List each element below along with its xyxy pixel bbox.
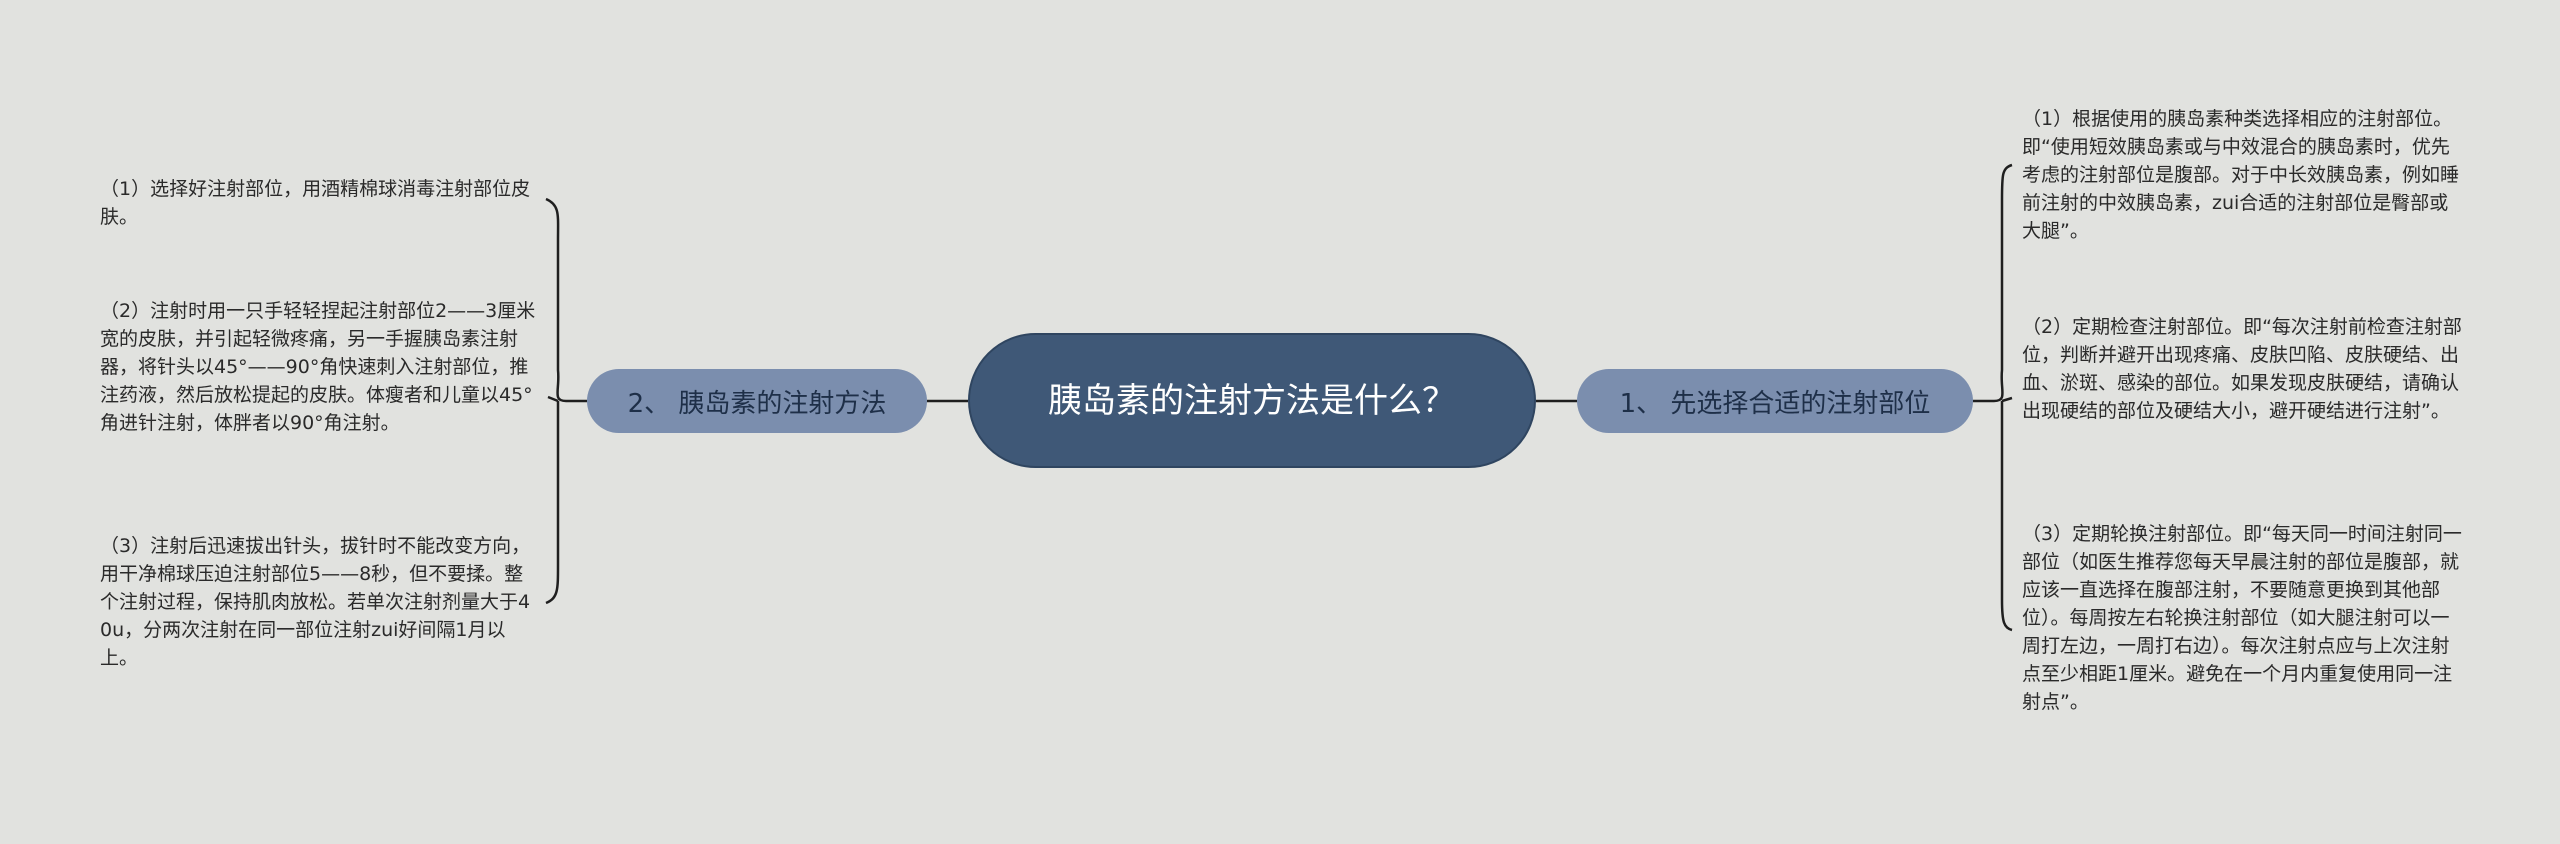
- leaf-text: （3）注射后迅速拔出针头，拔针时不能改变方向，用干净棉球压迫注射部位5——8秒，…: [100, 535, 531, 669]
- branch-node-injection-method[interactable]: 2、 胰岛素的注射方法: [587, 369, 927, 433]
- leaf-text: （1）根据使用的胰岛素种类选择相应的注射部位。即“使用短效胰岛素或与中效混合的胰…: [2022, 108, 2460, 242]
- leaf-text: （3）定期轮换注射部位。即“每天同一时间注射同一部位（如医生推荐您每天早晨注射的…: [2022, 523, 2462, 713]
- leaf-text: （2）定期检查注射部位。即“每次注射前检查注射部位，判断并避开出现疼痛、皮肤凹陷…: [2022, 316, 2462, 422]
- leaf-text: （1）选择好注射部位，用酒精棉球消毒注射部位皮肤。: [100, 178, 531, 228]
- left-bracket-lower: [545, 401, 560, 605]
- branch-label: 2、 胰岛素的注射方法: [627, 388, 887, 419]
- left-bracket-mid: [547, 395, 559, 403]
- branch-node-choose-site[interactable]: 1、 先选择合适的注射部位: [1577, 369, 1973, 433]
- left-bracket: [545, 197, 567, 403]
- right-bracket-mid: [2001, 396, 2013, 403]
- leaf-text: （2）注射时用一只手轻轻捏起注射部位2——3厘米宽的皮肤，并引起轻微疼痛，另一手…: [100, 300, 536, 434]
- right-bracket-lower: [2000, 401, 2013, 632]
- root-node[interactable]: 胰岛素的注射方法是什么？: [968, 333, 1536, 468]
- root-label: 胰岛素的注射方法是什么？: [1048, 380, 1456, 421]
- branch-label: 1、 先选择合适的注射部位: [1619, 388, 1931, 419]
- right-bracket: [1993, 163, 2013, 403]
